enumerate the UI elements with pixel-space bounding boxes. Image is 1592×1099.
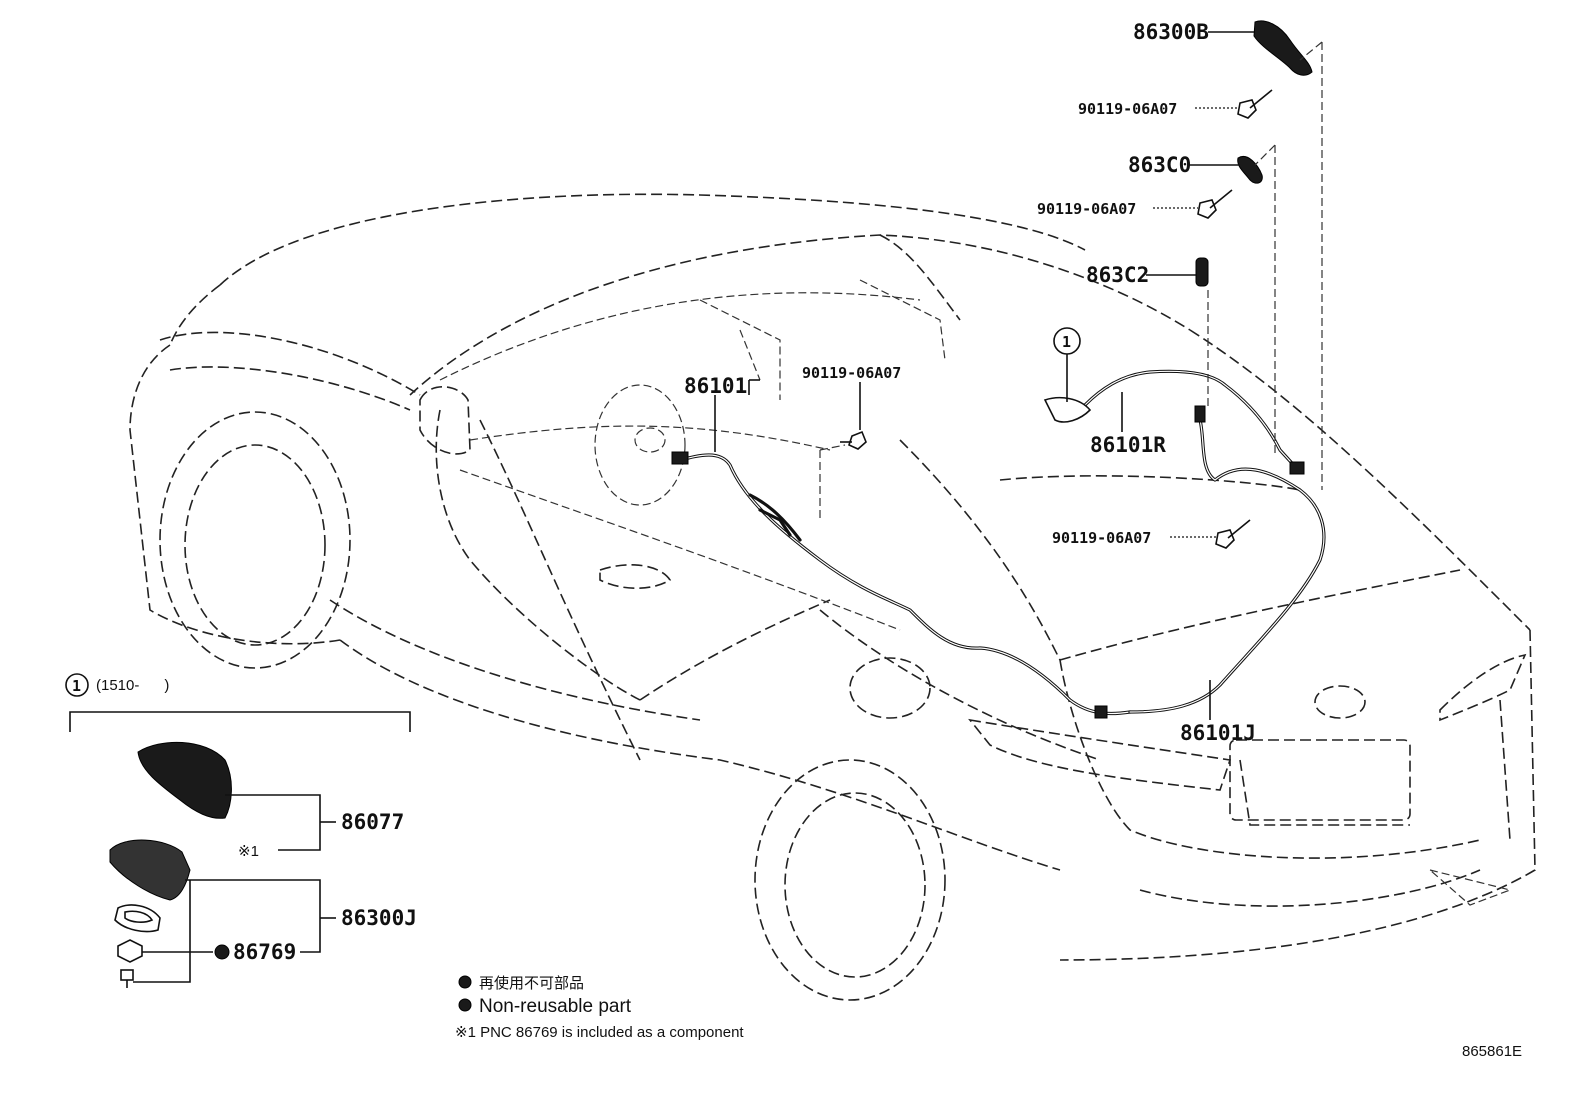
connector-icon — [1289, 461, 1305, 475]
label-86300B: 86300B — [1133, 20, 1209, 44]
legend-note-1: ※1 PNC 86769 is included as a component — [455, 1024, 744, 1041]
bolt-icon — [840, 430, 867, 450]
label-86101J: 86101J — [1180, 721, 1256, 745]
cable-863C2-icon — [1195, 257, 1209, 287]
label-86769: 86769 — [233, 940, 296, 964]
shark-fin-antenna-icon — [1043, 396, 1092, 423]
connector-icon — [1194, 405, 1206, 423]
legend-dot-icon — [458, 975, 472, 989]
diagram-id: 865861E — [1462, 1043, 1522, 1060]
fin-cover-86077-icon — [137, 741, 232, 819]
detail-callout-1 — [65, 673, 89, 697]
detail-date-range: (1510- ) — [96, 677, 169, 694]
alignment-lines — [819, 41, 1323, 520]
legend: 再使用不可部品 Non-reusable part ※1 PNC 86769 i… — [455, 975, 744, 1041]
legend-dot-icon — [458, 998, 472, 1012]
label-863C0: 863C0 — [1128, 153, 1191, 177]
legend-jp-nonreusable: 再使用不可部品 — [479, 975, 584, 992]
bolt-icon — [1215, 519, 1251, 549]
label-86300J: 86300J — [341, 906, 417, 930]
label-90119-c: 90119-06A07 — [802, 364, 901, 382]
parts-top-right — [840, 20, 1313, 549]
label-86101: 86101 — [684, 374, 747, 398]
label-90119-b: 90119-06A07 — [1037, 200, 1136, 218]
part-labels: 86300B 90119-06A07 863C0 90119-06A07 863… — [684, 20, 1256, 745]
wire-harness — [671, 369, 1326, 719]
detail-callout-1-text: 1 — [72, 677, 81, 695]
bolt-icon — [1237, 89, 1273, 119]
legend-en-nonreusable: Non-reusable part — [479, 996, 632, 1017]
label-90119-d: 90119-06A07 — [1052, 529, 1151, 547]
car-body-outline — [129, 193, 1536, 1001]
non-reusable-dot-icon — [214, 944, 230, 960]
bolt-icon — [1197, 189, 1233, 219]
label-86077: 86077 — [341, 810, 404, 834]
detail-note-mark: ※1 — [238, 843, 259, 860]
detail-inset: 1 (1510- ) 86077 ※1 86300J 86769 — [65, 673, 417, 988]
screw-icon — [120, 969, 134, 988]
antenna-base-86300J-icon — [109, 839, 191, 901]
connector-icon — [1094, 705, 1108, 719]
callout-marker-1-text: 1 — [1062, 333, 1071, 351]
label-863C2: 863C2 — [1086, 263, 1149, 287]
bracket-863C0-icon — [1237, 156, 1263, 184]
connector-icon — [671, 451, 689, 465]
label-86101R: 86101R — [1090, 433, 1166, 457]
label-90119-a: 90119-06A07 — [1078, 100, 1177, 118]
nut-icon — [117, 939, 143, 963]
antenna-86300B-icon — [1253, 20, 1313, 76]
